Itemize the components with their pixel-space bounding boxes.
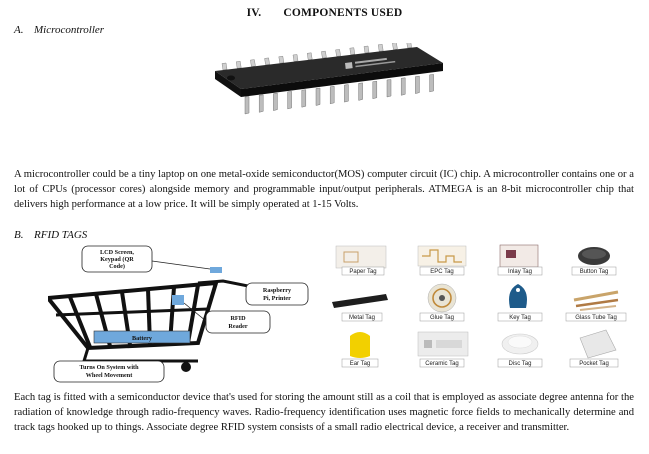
cart-basket: [44, 280, 219, 351]
paper-tag-image: [335, 245, 387, 276]
subsection-b-title: RFID TAGS: [34, 229, 88, 241]
smart-cart-diagram: Battery LCD Screen, Keypad (QR Code) Ras…: [44, 243, 318, 383]
chip-marking: [345, 57, 396, 69]
raspberry-callout: [245, 282, 309, 306]
button-tag-image: [571, 247, 617, 276]
subsection-a-letter: A.: [14, 24, 24, 36]
tag-label: Glue Tag: [430, 315, 454, 321]
chip-pin: [321, 50, 327, 59]
raspberry-callout-line: Raspberry: [263, 287, 292, 294]
wheel-callout-line: Wheel Movement: [86, 372, 134, 379]
chip-pin: [315, 87, 321, 106]
wheel-callout-line: Turns On System with: [79, 364, 139, 371]
subsection-b-letter: B.: [14, 229, 24, 241]
tag-label: Pocket Tag: [579, 361, 609, 367]
chip-pin: [250, 59, 256, 67]
wheel-icon: [181, 362, 191, 372]
chip-pin: [386, 79, 392, 98]
rfid-callout-line: Reader: [228, 323, 247, 330]
battery-box: [93, 330, 191, 344]
chip-side-left: [215, 71, 241, 97]
chip-pin: [287, 91, 292, 110]
cart-illustration: Battery LCD Screen, Keypad (QR Code) Ras…: [44, 245, 309, 383]
chip-pin: [406, 40, 412, 49]
section-heading: IV. COMPONENTS USED: [0, 7, 649, 19]
chip-pin: [429, 74, 434, 93]
chip-pin: [264, 57, 270, 66]
tag-label: Glass Tube Tag: [575, 315, 617, 321]
chip-pin: [363, 45, 370, 54]
tag-label: Metal Tag: [349, 315, 375, 321]
reader-module: [172, 295, 184, 305]
chip-pin: [372, 80, 378, 100]
ceramic-tag-image: [417, 331, 469, 368]
chip-pin: [344, 84, 349, 103]
chip-top-face: [215, 47, 443, 89]
chip-pin: [415, 75, 420, 94]
battery-label: Battery: [132, 335, 153, 342]
epc-tag-image: [417, 245, 467, 276]
lcd-callout-line: Code): [109, 263, 125, 270]
tag-label: Paper Tag: [349, 269, 376, 275]
tag-label: Ear Tag: [350, 361, 371, 367]
chip-pin: [400, 77, 406, 96]
chip-pin: [392, 42, 398, 50]
lcd-module: [210, 267, 222, 273]
rfid-reader-callout: [205, 310, 271, 334]
subsection-b-heading: B. RFID TAGS: [14, 229, 87, 241]
lcd-callout: [81, 245, 153, 273]
chip-pin: [358, 82, 363, 101]
subsection-a-title: Microcontroller: [34, 24, 105, 36]
chip-pin: [258, 94, 264, 113]
chip-pin: [301, 89, 307, 108]
tag-label: Key Tag: [509, 315, 531, 321]
chip-pin: [306, 52, 313, 61]
glass-tube-tag-image: [565, 290, 627, 322]
lcd-callout-line: LCD Screen,: [100, 249, 134, 256]
tags-illustration: Paper Tag EPC Tag Inlay Tag Button TagMetal…: [332, 244, 627, 368]
raspberry-callout-line: Pi, Printer: [263, 295, 291, 302]
chip-pin: [278, 55, 285, 64]
metal-tag-image: [332, 294, 388, 322]
chip-pin: [221, 62, 228, 71]
tag-label: Ceramic Tag: [425, 361, 459, 367]
ear-tag-image: [341, 332, 379, 368]
inlay-tag-image: [497, 244, 543, 276]
section-title: COMPONENTS USED: [283, 7, 403, 19]
chip-pin: [377, 44, 384, 52]
section-number: IV.: [246, 7, 262, 19]
chip-illustration: [215, 40, 443, 115]
pocket-tag-image: [569, 329, 619, 368]
chip-pin: [292, 54, 299, 62]
microcontroller-chip-image: [205, 40, 450, 125]
lcd-callout-line: Keypad (QR: [100, 256, 134, 263]
chip-side-front: [241, 63, 443, 97]
tag-label: EPC Tag: [430, 269, 454, 275]
glue-tag-image: [419, 283, 465, 322]
chip-pin: [349, 47, 356, 55]
chip-pin: [335, 49, 341, 57]
chip-pin: [244, 96, 250, 115]
key-tag-image: [497, 284, 543, 322]
chip-pin: [273, 92, 278, 111]
tag-label: Inlay Tag: [508, 269, 532, 275]
disc-tag-image: [497, 333, 543, 368]
rfid-callout-line: RFID: [230, 315, 246, 322]
wheel-callout: [53, 360, 165, 383]
microcontroller-paragraph: A microcontroller could be a tiny laptop…: [14, 169, 634, 210]
rfid-paragraph: Each tag is fitted with a semiconductor …: [14, 392, 634, 433]
chip-pin: [329, 86, 335, 105]
tag-label: Button Tag: [580, 269, 609, 275]
chip-notch: [227, 75, 235, 81]
chip-pin: [235, 61, 242, 69]
subsection-a-heading: A. Microcontroller: [14, 24, 104, 36]
tag-label: Disc Tag: [509, 361, 532, 367]
